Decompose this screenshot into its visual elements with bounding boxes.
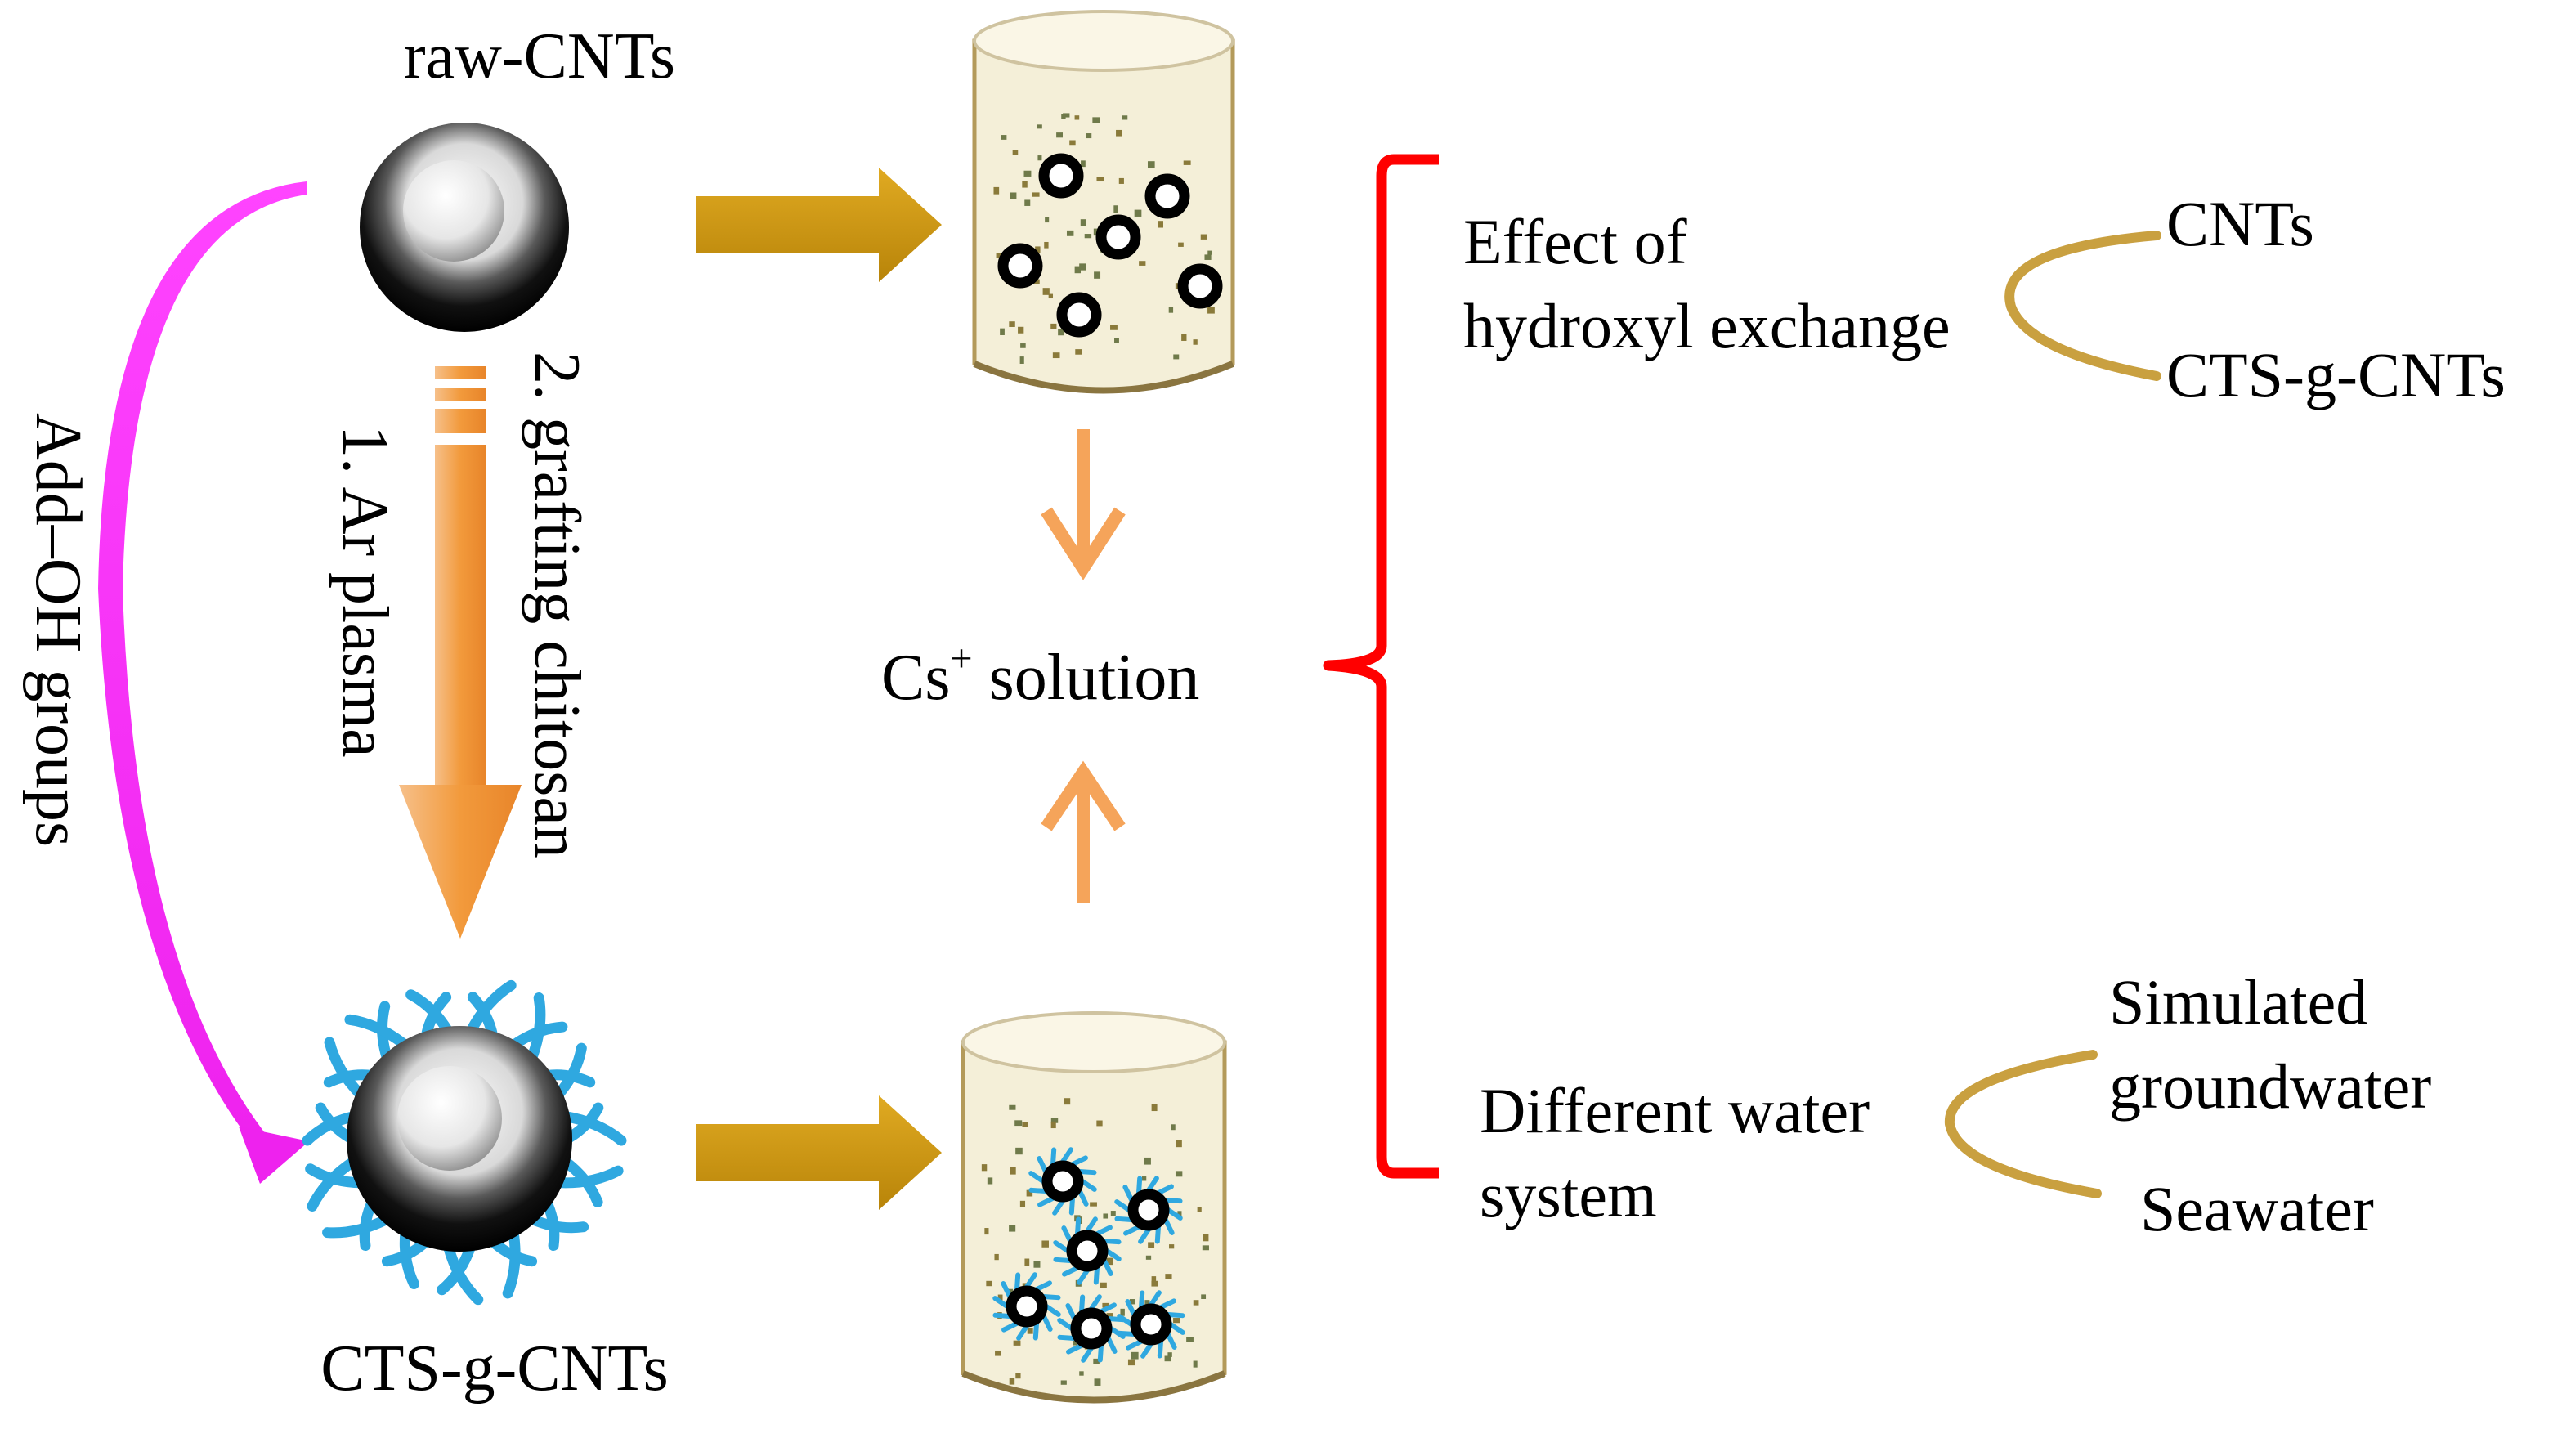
down-to-solution-arrow bbox=[1041, 429, 1126, 580]
upper-branch bbox=[2004, 231, 2161, 381]
add-oh-arrowhead bbox=[239, 1127, 309, 1184]
simulated-line1: Simulated bbox=[2109, 966, 2367, 1037]
cs-symbol: Cs bbox=[881, 642, 951, 714]
beaker-icon bbox=[972, 10, 1235, 394]
up-to-solution-arrow bbox=[1041, 760, 1126, 903]
add-oh-curved-arrow bbox=[98, 181, 307, 1151]
effect-label-line1: Effect of bbox=[1463, 206, 1687, 277]
step2-label: 2. grafting chitosan bbox=[521, 352, 593, 858]
cts-g-cnts-bottom-label: CTS-g-CNTs bbox=[320, 1333, 669, 1404]
raw-cnts-label: raw-CNTs bbox=[404, 20, 675, 92]
chitosan-grafted-sphere-icon bbox=[302, 979, 627, 1306]
different-water-line2: system bbox=[1480, 1159, 1657, 1230]
top-gold-arrow bbox=[696, 168, 942, 282]
bottom-gold-arrow bbox=[696, 1095, 942, 1210]
simulated-line2: groundwater bbox=[2109, 1051, 2431, 1122]
lower-branch bbox=[1944, 1050, 2102, 1198]
red-brace bbox=[1323, 154, 1439, 1179]
beaker-icon bbox=[961, 1011, 1227, 1404]
effect-label-line2: hydroxyl exchange bbox=[1463, 290, 1951, 361]
different-water-line1: Different water bbox=[1480, 1075, 1870, 1146]
step1-label: 1. Ar plasma bbox=[329, 425, 401, 758]
add-oh-label: Add–OH groups bbox=[22, 413, 94, 847]
branch-cts-label: CTS-g-CNTs bbox=[2166, 339, 2506, 410]
cs-solution-label: Cs+ solution bbox=[881, 637, 1199, 714]
cs-solution-word: solution bbox=[973, 642, 1200, 714]
cnt-sphere-icon bbox=[360, 123, 569, 332]
cs-charge: + bbox=[951, 637, 973, 680]
process-down-arrow bbox=[399, 366, 522, 939]
seawater-label: Seawater bbox=[2140, 1173, 2374, 1244]
branch-cnts-label: CNTs bbox=[2166, 188, 2314, 259]
